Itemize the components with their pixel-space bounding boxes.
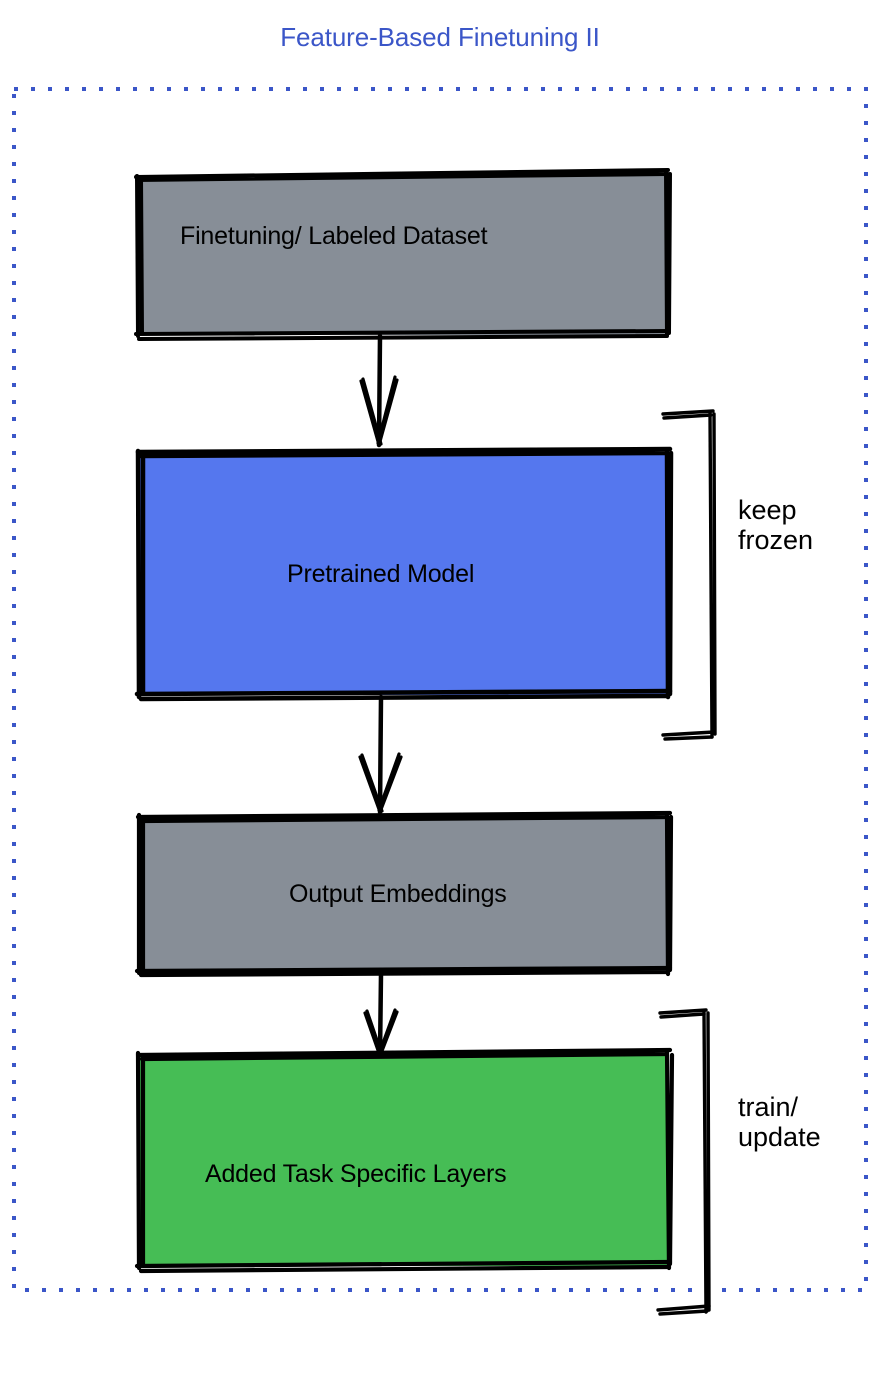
node-finetuning-dataset[interactable] <box>134 168 672 341</box>
node-label-pretrained-model: Pretrained Model <box>287 560 475 588</box>
edge-output-to-added-layers <box>363 971 399 1059</box>
node-label-finetuning-dataset: Finetuning/ Labeled Dataset <box>180 222 488 250</box>
node-label-output-embeddings: Output Embeddings <box>289 880 507 908</box>
bracket-train-update <box>656 1008 711 1316</box>
node-label-added-task-specific-layers: Added Task Specific Layers <box>205 1160 507 1188</box>
annotation-label-train-update: train/ update <box>738 1092 821 1153</box>
annotation-label-keep-frozen: keep frozen <box>738 495 814 556</box>
page-title: Feature-Based Finetuning II <box>280 22 600 52</box>
edge-pretrained-to-output <box>358 694 403 815</box>
bracket-keep-frozen <box>661 409 717 741</box>
edge-dataset-to-pretrained <box>359 333 399 448</box>
